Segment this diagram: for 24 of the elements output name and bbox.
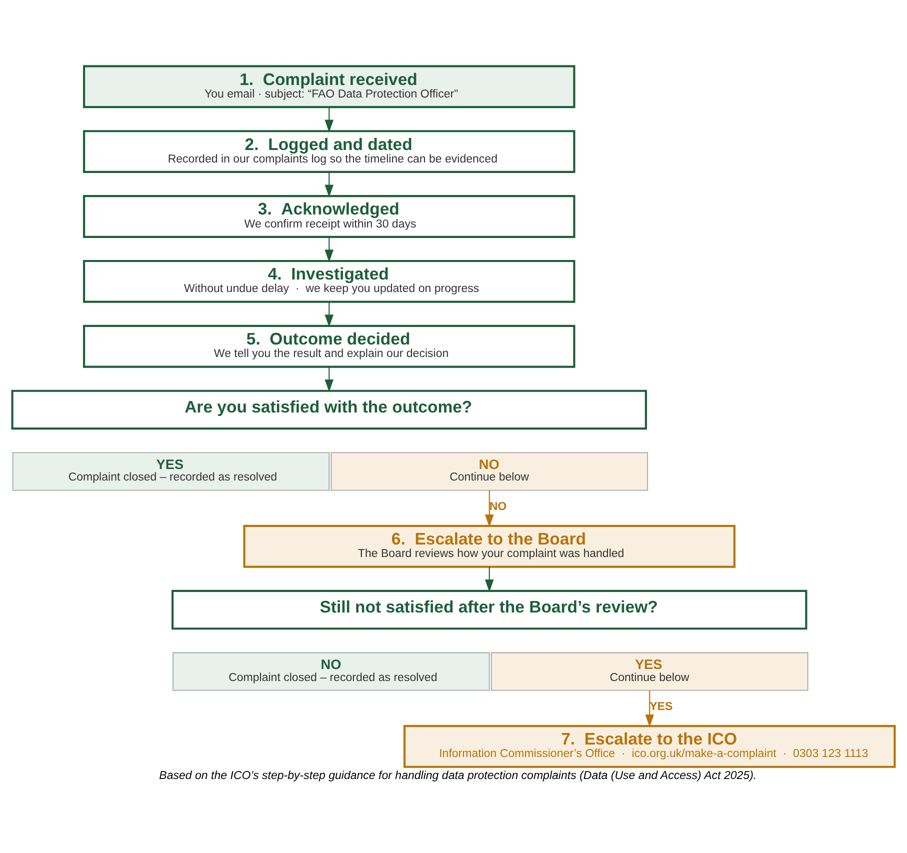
node-box: NO Continue below [330, 452, 648, 490]
node-box: 2. Logged and dated Recorded in our complaints log so the timeline can be evidenced [83, 130, 576, 173]
arrow [645, 690, 654, 727]
arrow [484, 566, 494, 592]
node-box: YES Complaint closed – recorded as resolved [12, 452, 330, 490]
node-box: 6. Escalate to the Board The Board reviews how your complaint was handled [243, 524, 736, 568]
node-box: 3. Acknowledged We confirm receipt within 30 days [83, 194, 576, 238]
node-box: Still not satisfied after the Board’s review? [172, 589, 808, 630]
arrow [324, 302, 334, 327]
node-box: 4. Investigated Without undue delay · we keep you updated on progress [83, 259, 576, 302]
node-box: NO Complaint closed – recorded as resolved [172, 652, 490, 690]
node-box: 7. Escalate to the ICO Information Commissioner’s Office · ico.org.uk/make-a-complaint · 0303 123 1113 [403, 724, 896, 768]
arrow [484, 490, 494, 527]
arrow [324, 172, 334, 197]
node-box: Are you satisfied with the outcome? [11, 389, 647, 430]
node-box: 5. Outcome decided We tell you the result and explain our decision [83, 324, 576, 368]
edge-label: NO [489, 500, 507, 513]
arrow [324, 236, 334, 262]
arrow [324, 106, 334, 132]
edge-label: YES [650, 700, 673, 713]
caption: Based on the ICO’s step-by-step guidance for handling data protection complaints (Data (Use and Access) Act 2025). [159, 770, 757, 782]
arrow [324, 366, 334, 392]
node-box: YES Continue below [490, 652, 808, 690]
node-box: 1. Complaint received You email · subject: “FAO Data Protection Officer” [83, 64, 576, 108]
